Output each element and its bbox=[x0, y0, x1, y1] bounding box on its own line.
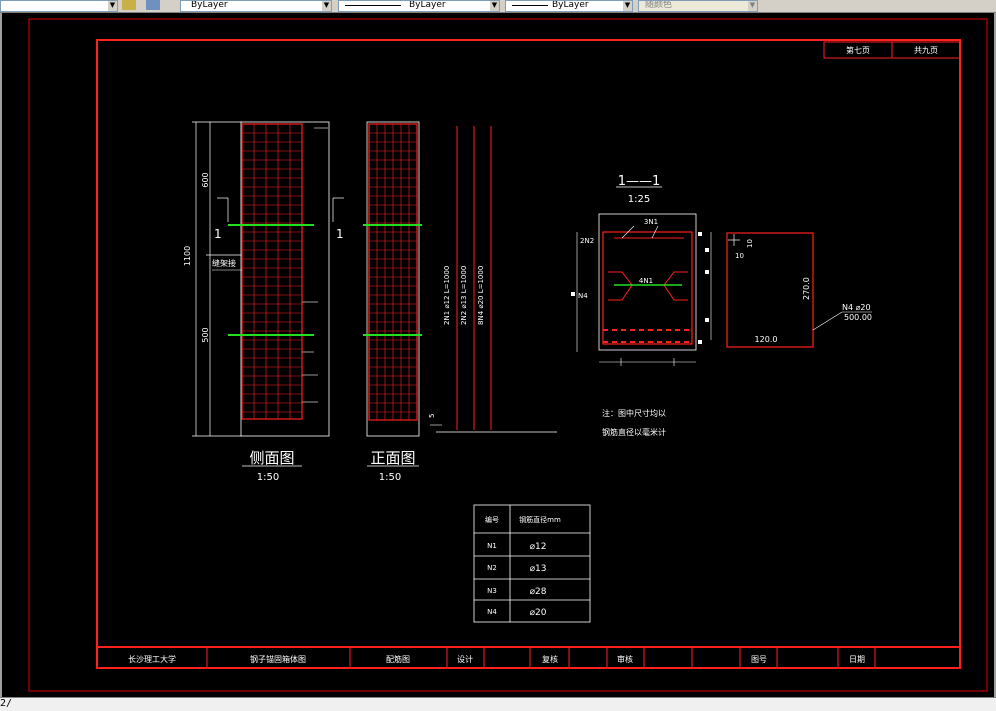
bar-bend-detail: 10 10 270.0 120.0 N4 ⌀20 500.00 bbox=[726, 232, 872, 348]
page-current: 第七页 bbox=[846, 45, 870, 55]
check-label: 复核 bbox=[542, 654, 558, 664]
note-line-2: 钢筋直径以毫米计 bbox=[602, 427, 666, 437]
lineweight-value: ByLayer bbox=[552, 0, 589, 10]
lineweight-control[interactable]: ByLayer ▼ bbox=[505, 0, 633, 12]
table-header-no: 编号 bbox=[485, 515, 499, 524]
page-total: 共九页 bbox=[914, 46, 938, 55]
small-dim: 5 bbox=[428, 414, 436, 418]
table-row-dia: ⌀12 bbox=[530, 542, 547, 552]
table-row-dia: ⌀28 bbox=[530, 587, 547, 597]
table-header-dia: 钢筋直径mm bbox=[519, 515, 561, 524]
section-2n2: 2N2 bbox=[580, 237, 594, 245]
section-1-1: 1——1 1:25 3N1 2N2 4N1 N4 bbox=[571, 174, 712, 366]
table-row-no: N4 bbox=[487, 608, 497, 616]
dim-500: 500 bbox=[201, 327, 210, 342]
section-title: 1——1 bbox=[618, 174, 661, 189]
dim-1100: 1100 bbox=[183, 246, 192, 266]
project-name: 钢子锚固箱体图 bbox=[250, 654, 306, 664]
command-line[interactable]: 2/ bbox=[0, 697, 996, 711]
front-view-scale: 1:50 bbox=[379, 472, 401, 483]
rebar-table: 编号 钢筋直径mm N1 ⌀12 N2 ⌀13 N3 ⌀28 N4 ⌀20 bbox=[473, 504, 591, 623]
design-label: 设计 bbox=[457, 654, 473, 664]
detail-width: 120.0 bbox=[755, 335, 778, 344]
detail-dim-10a: 10 bbox=[746, 239, 754, 248]
note-line-1: 注：图中尺寸均以 bbox=[602, 408, 666, 418]
inner-frame bbox=[96, 39, 961, 669]
color-value: ByLayer bbox=[191, 0, 228, 10]
outer-frame bbox=[28, 18, 988, 692]
review-label: 审核 bbox=[617, 654, 633, 664]
layer-stack-icon[interactable] bbox=[146, 0, 160, 10]
chevron-down-icon[interactable]: ▼ bbox=[108, 1, 117, 11]
detail-height: 270.0 bbox=[802, 277, 811, 300]
chevron-down-icon[interactable]: ▼ bbox=[490, 1, 499, 11]
color-control[interactable]: ByLayer ▼ bbox=[180, 0, 332, 12]
table-row-no: N3 bbox=[487, 587, 497, 595]
front-view: 正面图 1:50 bbox=[363, 121, 422, 483]
plotstyle-control[interactable]: 随颜色 ▼ bbox=[638, 0, 758, 12]
section-n4: N4 bbox=[578, 292, 588, 300]
drawing-no-label: 图号 bbox=[751, 655, 767, 664]
bar-details: 5 2N1 ⌀12 L=1000 2N2 ⌀13 L=1000 8N4 ⌀20 … bbox=[428, 126, 557, 433]
section-mark-right: 1 bbox=[336, 227, 344, 241]
detail-dim-10b: 10 bbox=[735, 252, 744, 260]
table-row-no: N2 bbox=[487, 564, 497, 572]
table-row-dia: ⌀13 bbox=[530, 564, 547, 574]
side-view-scale: 1:50 bbox=[257, 472, 279, 483]
front-view-title: 正面图 bbox=[370, 449, 415, 467]
section-scale: 1:25 bbox=[628, 194, 650, 205]
layer-states-icon[interactable] bbox=[122, 0, 136, 10]
side-view: 600 1100 500 1 1 缝架接 侧面图 1:50 bbox=[183, 121, 344, 483]
page-box: 第七页 共九页 bbox=[823, 41, 961, 59]
line-sample-icon bbox=[345, 5, 401, 6]
bar-label-2: 2N2 ⌀13 L=1000 bbox=[460, 266, 468, 325]
side-view-title: 侧面图 bbox=[249, 449, 294, 467]
chevron-down-icon[interactable]: ▼ bbox=[748, 1, 757, 11]
table-row-dia: ⌀20 bbox=[530, 608, 547, 618]
dim-600: 600 bbox=[201, 172, 210, 187]
side-note: 缝架接 bbox=[212, 258, 236, 268]
date-label: 日期 bbox=[849, 655, 865, 664]
drawing-name: 配筋图 bbox=[386, 654, 410, 664]
school-name: 长沙理工大学 bbox=[128, 654, 176, 664]
title-block: 长沙理工大学 钢子锚固箱体图 配筋图 设计 复核 审核 图号 日期 bbox=[97, 646, 960, 668]
layer-dropdown[interactable]: ▼ bbox=[0, 0, 118, 12]
linetype-control[interactable]: ByLayer ▼ bbox=[338, 0, 500, 12]
chevron-down-icon[interactable]: ▼ bbox=[322, 1, 331, 11]
cad-drawing: 第七页 共九页 长沙理工大学 钢子锚固箱体图 配筋图 设计 复核 审核 图号 日… bbox=[28, 18, 988, 692]
section-3n1: 3N1 bbox=[644, 218, 658, 226]
linetype-value: ByLayer bbox=[409, 0, 446, 10]
notes: 注：图中尺寸均以 钢筋直径以毫米计 bbox=[602, 408, 666, 437]
properties-toolbar: ▼ ByLayer ▼ ByLayer ▼ ByLayer ▼ 随颜色 ▼ bbox=[0, 0, 996, 13]
section-4n1: 4N1 bbox=[639, 277, 653, 285]
bar-label-3: 8N4 ⌀20 L=1000 bbox=[477, 266, 485, 325]
chevron-down-icon[interactable]: ▼ bbox=[623, 1, 632, 11]
plotstyle-value: 随颜色 bbox=[645, 0, 673, 10]
detail-callout-bottom: 500.00 bbox=[844, 313, 872, 322]
section-mark-left: 1 bbox=[214, 227, 222, 241]
drawing-canvas[interactable]: 第七页 共九页 长沙理工大学 钢子锚固箱体图 配筋图 设计 复核 审核 图号 日… bbox=[0, 13, 996, 697]
table-row-no: N1 bbox=[487, 542, 497, 550]
detail-callout-top: N4 ⌀20 bbox=[842, 303, 871, 312]
command-prompt: 2/ bbox=[0, 698, 13, 709]
bar-label-1: 2N1 ⌀12 L=1000 bbox=[443, 266, 451, 325]
line-sample-icon bbox=[512, 5, 548, 6]
